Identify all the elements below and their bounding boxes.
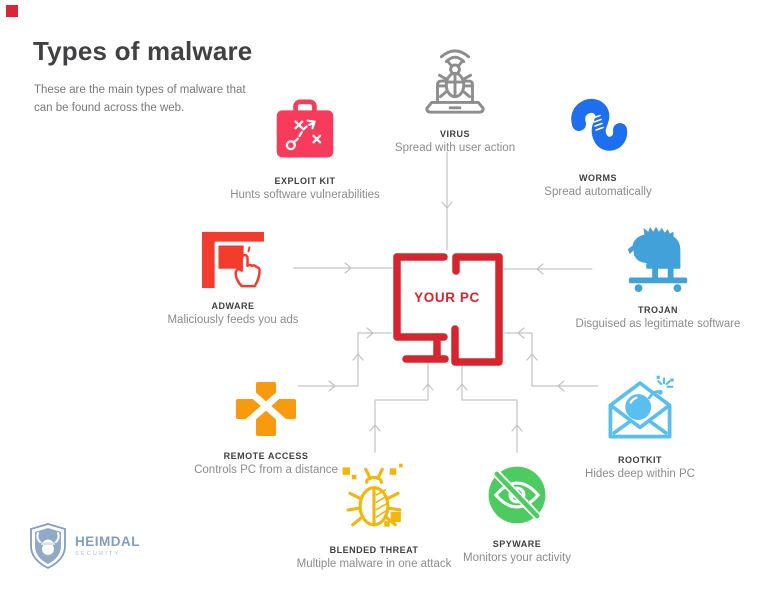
malware-label: TROJAN <box>637 305 678 315</box>
briefcase-strategy-icon <box>271 99 339 170</box>
malware-item-adware: ADWARE Maliciously feeds you ads <box>123 230 343 326</box>
page-title: Types of malware <box>33 36 253 66</box>
page-subtitle: These are the main types of malware that… <box>34 84 246 114</box>
malware-item-remote-access: REMOTE ACCESS Controls PC from a distanc… <box>156 375 376 476</box>
malware-description: Hunts software vulnerabilities <box>230 189 380 201</box>
no-spy-eye-icon <box>484 462 550 533</box>
malware-description: Multiple malware in one attack <box>296 558 452 570</box>
malware-label: REMOTE ACCESS <box>223 451 309 461</box>
malware-description: Monitors your activity <box>462 552 571 564</box>
malware-item-rootkit: ROOTKIT Hides deep within PC <box>530 372 750 480</box>
malware-item-worms: WORMS Spread automatically <box>488 92 708 198</box>
worm-icon <box>562 92 634 167</box>
malware-item-trojan: TROJAN Disguised as legitimate software <box>548 224 768 330</box>
corner-accent <box>6 5 18 17</box>
pc-monitor-icon <box>393 253 503 366</box>
logo-name: HEIMDAL <box>75 534 140 550</box>
malware-description: Maliciously feeds you ads <box>167 314 299 326</box>
malware-item-spyware: SPYWARE Monitors your activity <box>407 462 627 564</box>
malware-label: ROOTKIT <box>618 455 662 465</box>
heimdal-logo: HEIMDAL SECURITY <box>28 522 140 570</box>
malware-description: Spread automatically <box>544 186 652 198</box>
viking-shield-icon <box>30 523 66 570</box>
ad-banner-cursor-icon <box>197 230 269 295</box>
malware-item-blended-threat: BLENDED THREAT Multiple malware in one a… <box>264 460 484 570</box>
malware-label: BLENDED THREAT <box>329 545 419 555</box>
laptop-bug-icon <box>417 48 493 123</box>
malware-label: WORMS <box>579 173 617 183</box>
malware-label: SPYWARE <box>492 539 542 549</box>
dpad-cross-icon <box>231 375 301 445</box>
envelope-bomb-icon <box>602 372 678 449</box>
malware-item-virus: VIRUS Spread with user action <box>345 48 565 154</box>
malware-item-exploit-kit: EXPLOIT KIT Hunts software vulnerabiliti… <box>195 99 415 201</box>
malware-label: VIRUS <box>439 129 470 139</box>
trojan-horse-icon <box>623 224 693 299</box>
malware-label: EXPLOIT KIT <box>274 176 336 186</box>
bug-pixels-icon <box>329 460 419 539</box>
your-pc-label: YOUR PC <box>414 290 480 305</box>
malware-label: ADWARE <box>211 301 255 311</box>
malware-description: Disguised as legitimate software <box>575 318 741 330</box>
malware-description: Spread with user action <box>394 142 516 154</box>
logo-tagline: SECURITY <box>75 550 121 557</box>
malware-description: Hides deep within PC <box>585 468 695 480</box>
malware-description: Controls PC from a distance <box>194 464 338 476</box>
